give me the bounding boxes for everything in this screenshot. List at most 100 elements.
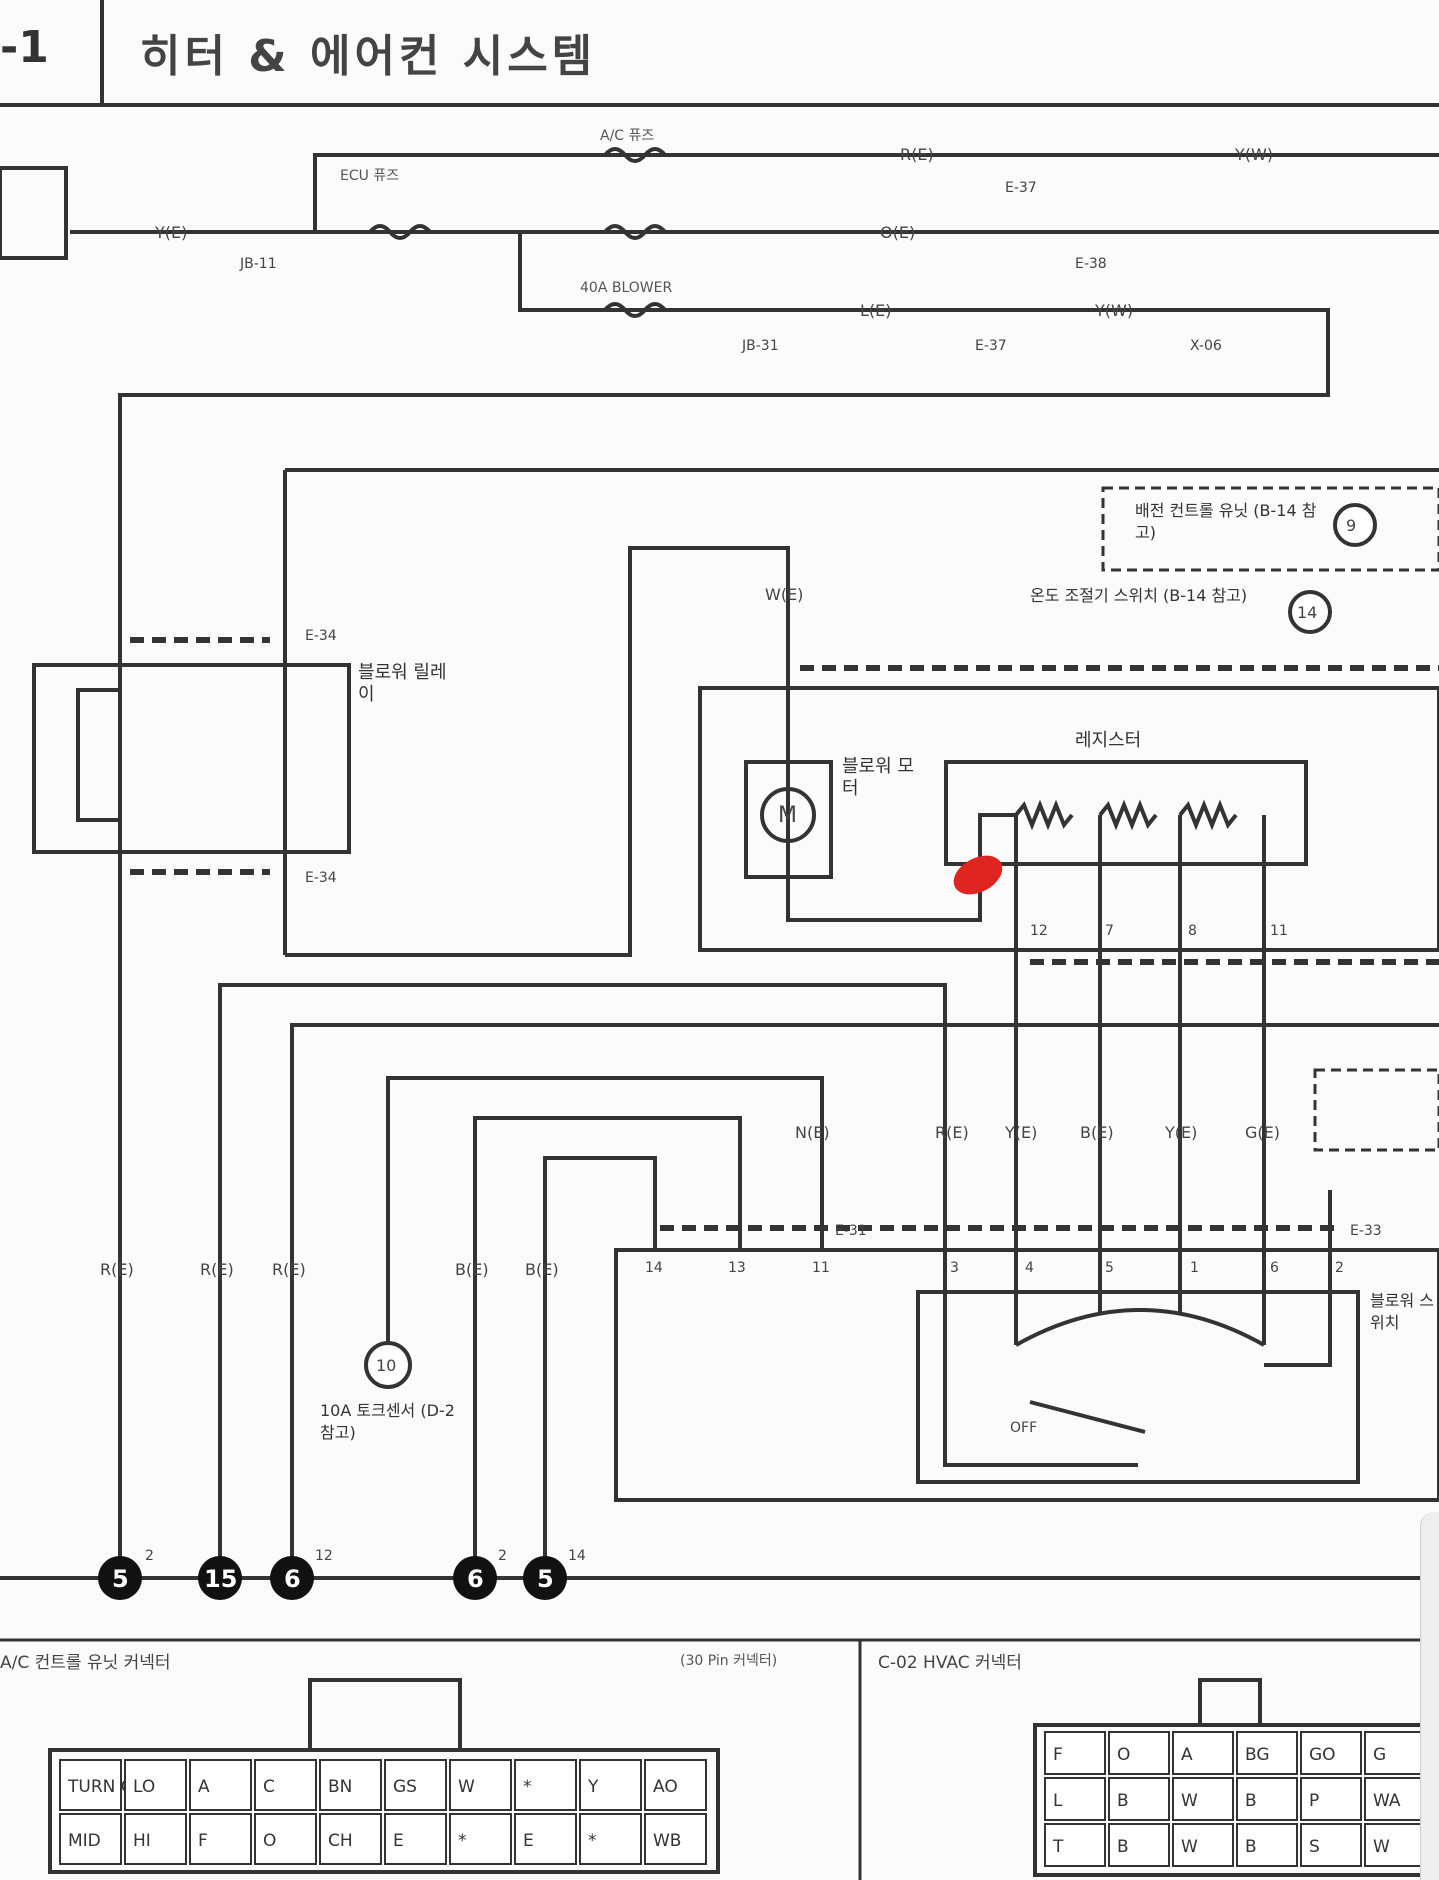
ref-9-frame [1101,486,1439,572]
connector-cell [1108,1731,1170,1775]
switch-pin-4: 3 [950,1260,959,1276]
connector-cell [1300,1823,1362,1867]
resistor-pin-3: 8 [1188,923,1197,939]
source-box [0,166,68,260]
resistor-pin-2: 7 [1105,923,1114,939]
connector-cell-label: B [1245,1837,1257,1857]
mid-wire-4: Y(E) [1164,1123,1197,1142]
top-wire-6: Y(E) [154,223,187,242]
power-line-3 [118,232,1330,1575]
connector-cell [644,1813,707,1865]
footer-right-title: C-02 HVAC 커넥터 [878,1653,1022,1673]
connector-cell [1044,1731,1106,1775]
connector-cell-label: G [1373,1745,1386,1765]
connector-cell-label: Y [587,1777,599,1797]
switch-pin-3: 11 [812,1260,830,1276]
ref-9-text: 배전 컨트롤 유닛 (B-14 참고) [1135,501,1317,542]
connector-cell-label: F [1053,1745,1063,1765]
connector-cell [514,1813,577,1865]
top-connector-6: X-06 [1190,338,1222,354]
connector-cell-label: W [458,1777,475,1797]
power-line-1 [313,153,1439,230]
connector-cell [1236,1731,1298,1775]
blower-switch-box [916,1290,1360,1484]
connector-cell-label: A [198,1777,210,1797]
connector-cell [1364,1823,1426,1867]
scrollbar[interactable] [1420,1512,1439,1880]
bus-wire-1: R(E) [100,1260,134,1279]
switch-connector-2: E-33 [1350,1223,1382,1239]
connector-cell-label: WA [1373,1791,1401,1811]
connector-cell [189,1813,252,1865]
ref-14-number: 14 [1297,603,1317,622]
switch-pin-1: 14 [645,1260,663,1276]
connector-cell-label: WB [653,1831,681,1851]
red-annotation-mark [953,855,1003,895]
switch-pin-6: 5 [1105,1260,1114,1276]
connector-cell [59,1813,122,1865]
fuse-1-icon [603,147,667,163]
motor-connector-label: W(E) [765,585,803,604]
motor-symbol-text: M [778,803,797,828]
left-connector-latch [308,1678,462,1752]
switch-wire-c [473,1116,742,1575]
top-connector-2: E-37 [1005,180,1037,196]
connector-cell-label: O [263,1831,276,1851]
mid-wire-6: N(E) [795,1123,830,1142]
bus-wire-3: R(E) [272,1260,306,1279]
connector-cell [579,1813,642,1865]
ref-14-text: 온도 조절기 스위치 (B-14 참고) [1030,586,1248,605]
connector-cell-label: T [1052,1837,1064,1857]
connector-cell [124,1759,187,1811]
connector-cell [1044,1777,1106,1821]
ref-10-circle [364,1341,412,1389]
resistor-coil-icon [1014,799,1238,831]
connector-cell [254,1759,317,1811]
connector-cell [1172,1731,1234,1775]
connector-cell [254,1813,317,1865]
connector-cell-label: * [523,1777,532,1797]
switch-wire-a [218,983,1138,1575]
connector-cell [384,1759,447,1811]
footer-left-subtitle: (30 Pin 커넥터) [680,1653,778,1669]
top-connector-1: JB-11 [239,256,277,272]
connector-cell [644,1759,707,1811]
section-number: -1 [0,22,49,73]
resistor-motor-frame [698,686,1439,952]
connector-cell [1236,1823,1298,1867]
connector-cell-label: B [1117,1791,1129,1811]
switch-block-label: 블로워 스위치 [1370,1291,1434,1332]
connector-cell [124,1813,187,1865]
switch-pin-2: 13 [728,1260,746,1276]
connector-cell [59,1759,122,1811]
top-wire-3: O(E) [880,223,915,242]
mid-wire-3: B(E) [1080,1123,1114,1142]
switch-wire-b [290,1023,1439,1575]
footer-left-title: A/C 컨트롤 유닛 커넥터 [0,1653,171,1673]
ref-10-text: 10A 토크센서 (D-2 참고) [320,1401,455,1442]
motor-symbol [760,787,816,843]
bus-pin-2: 12 [315,1548,333,1564]
resistor-input [978,813,1016,860]
ref-side-frame [1313,1068,1439,1152]
connector-cell-label: S [1309,1837,1320,1857]
connector-cell [449,1759,512,1811]
resistor-label: 레지스터 [1075,730,1142,751]
bus-node-5-label: 5 [537,1565,554,1593]
bus-node-1 [98,1556,142,1600]
connector-cell-label: GO [1309,1745,1336,1765]
bus-pin-3: 2 [498,1548,507,1564]
switch-pin-9: 2 [1335,1260,1344,1276]
connector-cell [319,1759,382,1811]
connector-cell [1108,1777,1170,1821]
connector-cell-label: B [1245,1791,1257,1811]
switch-arc [1015,1308,1265,1347]
connector-cell [449,1813,512,1865]
connector-cell-label: L [1053,1791,1063,1811]
switch-block-frame [614,1248,1439,1502]
switch-pin-5: 4 [1025,1260,1034,1276]
connector-cell-label: P [1309,1791,1319,1811]
bus-node-1-label: 5 [112,1565,129,1593]
ref-10-number: 10 [376,1356,396,1375]
